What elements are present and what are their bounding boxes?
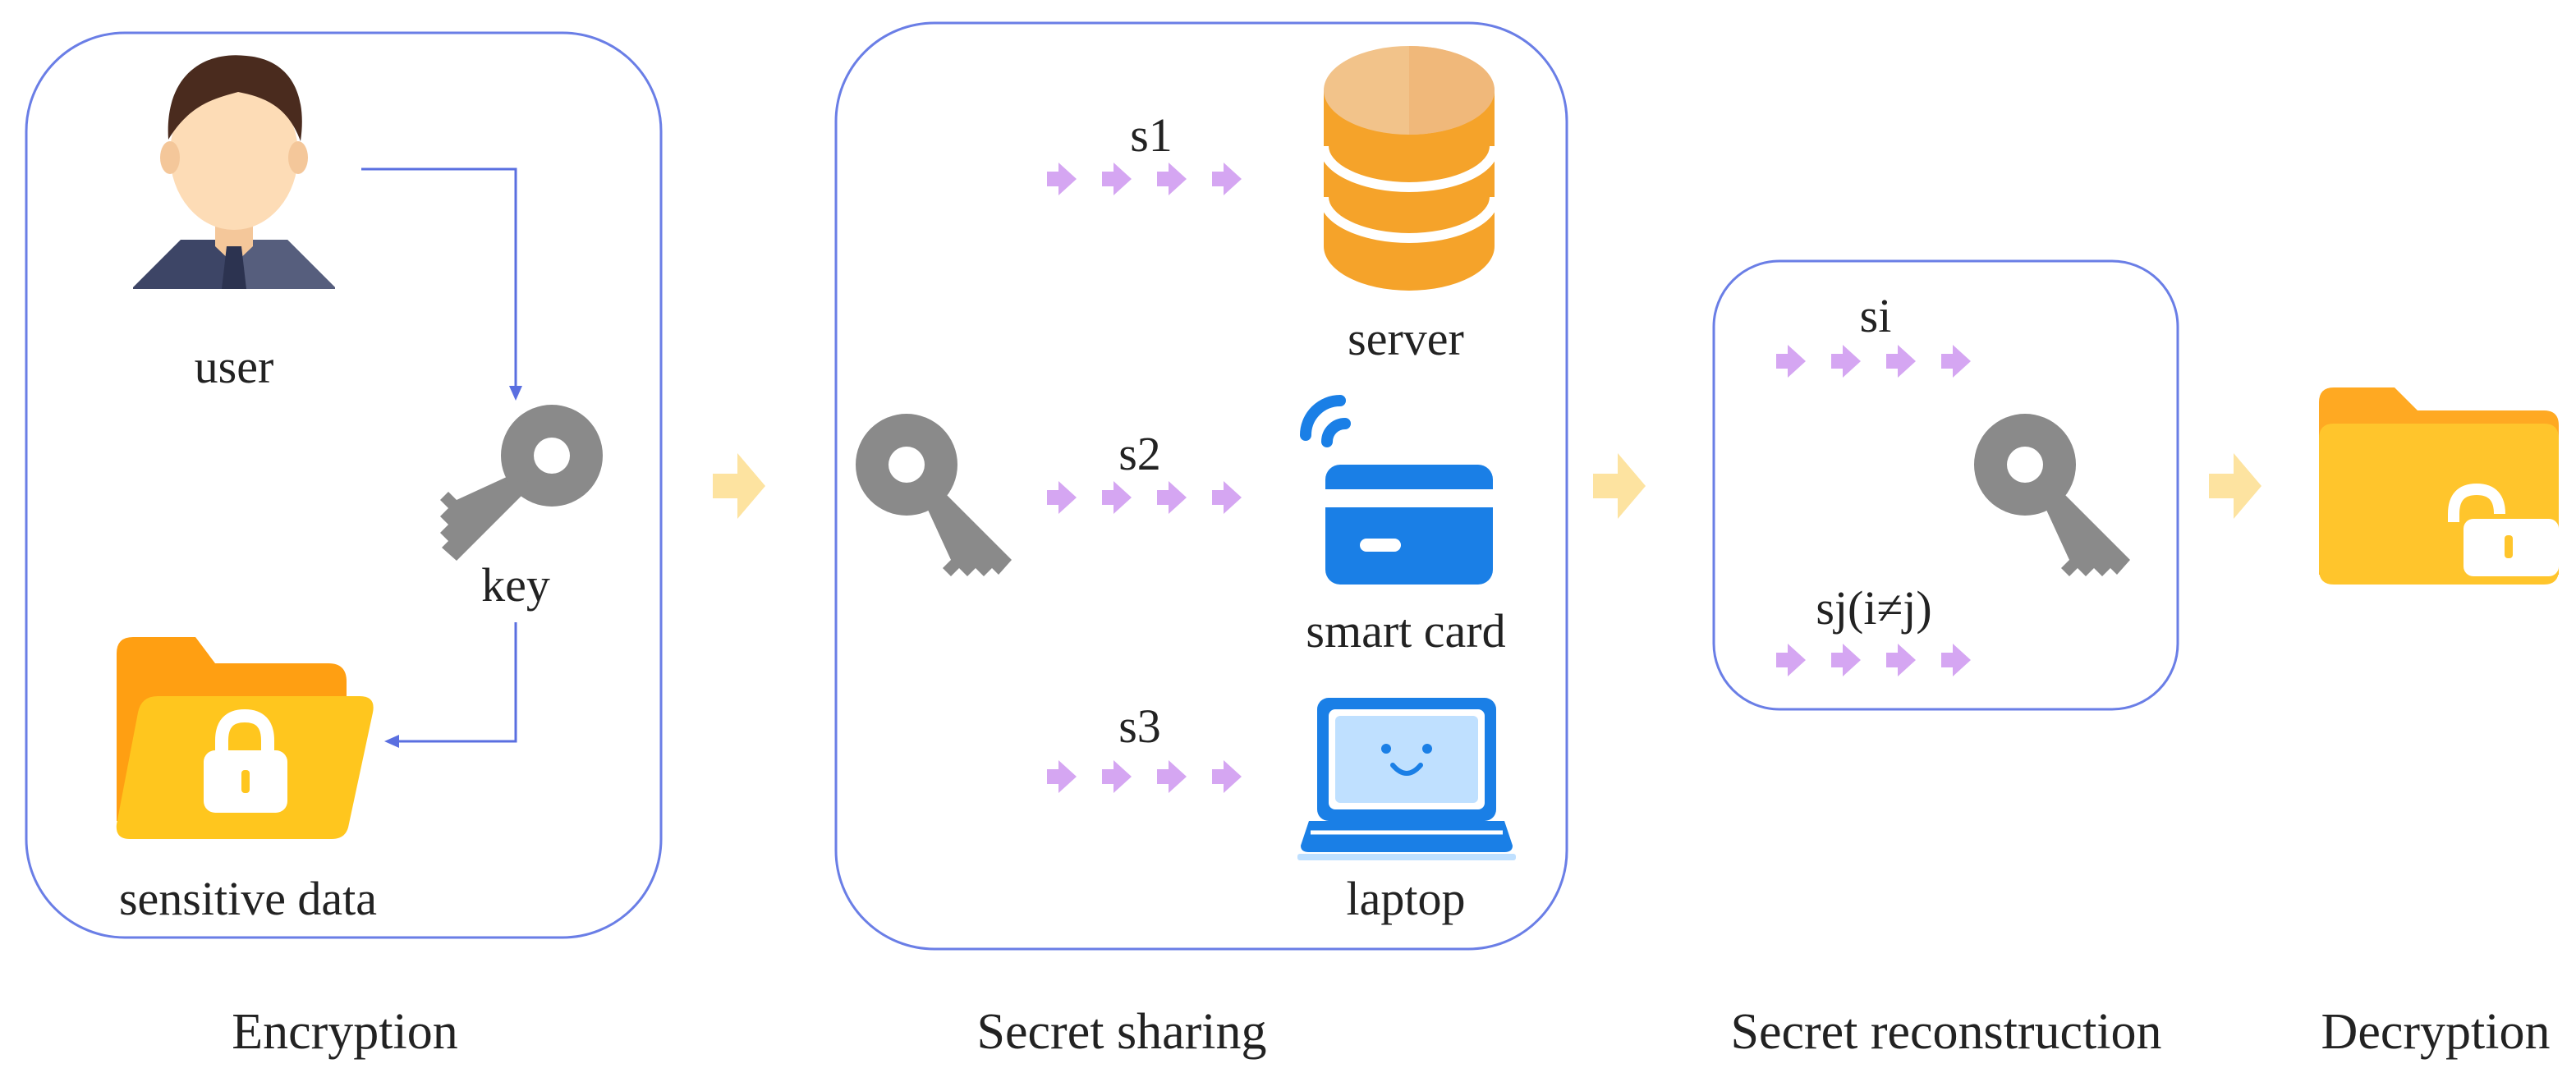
key-icon (440, 405, 603, 561)
share-label-si: si (1859, 289, 1892, 342)
stage-label-decryption: Decryption (2321, 1004, 2551, 1060)
locked-folder-icon (116, 637, 374, 839)
key-to-data-connector (393, 622, 517, 743)
server-database-icon (1319, 46, 1499, 291)
share-label-s2: s2 (1118, 427, 1161, 480)
unlocked-folder-icon (2319, 387, 2559, 585)
share-label-s3: s3 (1118, 699, 1161, 753)
smart-card-label: smart card (1306, 604, 1506, 658)
share-arrows-si (1776, 345, 1971, 378)
user-icon (133, 55, 335, 289)
user-to-key-connector (361, 167, 517, 392)
key-icon (1974, 414, 2130, 576)
share-arrows-s2 (1047, 481, 1242, 514)
share-label-sj: sj(i≠j) (1816, 581, 1932, 635)
stage-arrow-2 (1593, 453, 1646, 519)
sensitive-data-label: sensitive data (118, 872, 378, 925)
encryption-panel (25, 31, 663, 939)
stage-arrow-1 (713, 453, 765, 519)
secret-reconstruction-panel (1712, 259, 2179, 711)
laptop-icon (1297, 698, 1516, 860)
share-arrows-s3 (1047, 760, 1242, 793)
share-arrows-sj (1776, 644, 1971, 676)
stage-label-encryption: Encryption (232, 1004, 458, 1060)
smart-card-icon (1300, 395, 1493, 585)
server-label: server (1348, 312, 1464, 365)
share-arrows-s1 (1047, 163, 1242, 195)
stage-label-secret-reconstruction: Secret reconstruction (1730, 1004, 2162, 1060)
secret-sharing-panel (834, 21, 1568, 951)
stage-arrow-3 (2209, 453, 2261, 519)
key-label: key (481, 558, 550, 612)
stage-label-secret-sharing: Secret sharing (976, 1004, 1267, 1060)
key-icon (856, 414, 1012, 576)
share-label-s1: s1 (1130, 108, 1173, 162)
laptop-label: laptop (1346, 872, 1466, 925)
user-label: user (194, 340, 274, 393)
